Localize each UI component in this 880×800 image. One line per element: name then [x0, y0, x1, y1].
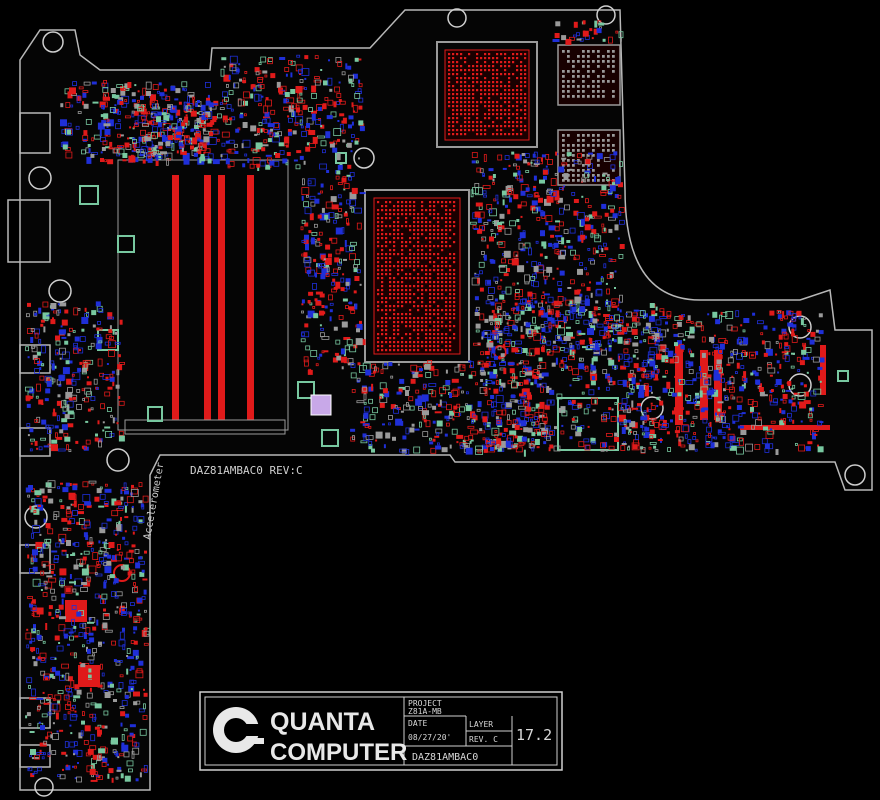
board-outline — [19, 9, 873, 791]
layer-label: LAYER — [469, 720, 493, 729]
green-components — [79, 152, 849, 451]
gpu-package — [436, 41, 538, 148]
logo-text-computer: COMPUTER — [270, 739, 407, 766]
title-block: QUANTA COMPUTER PROJECT Z81A-MB DATE 08/… — [199, 691, 563, 771]
silkscreen-part-number: DAZ81AMBAC0 REV:C — [190, 464, 303, 477]
date-value: 08/27/20' — [408, 733, 451, 742]
part-number: DAZ81AMBAC0 — [412, 752, 478, 763]
quanta-logo-icon — [213, 707, 268, 753]
date-label: DATE — [408, 719, 427, 728]
highlight-component — [310, 394, 332, 416]
logo-text-quanta: QUANTA — [270, 708, 375, 736]
project-label: PROJECT — [408, 699, 442, 708]
layer-value: 17.2 — [516, 726, 552, 744]
rev-label: REV. C — [469, 735, 498, 744]
small-components — [24, 20, 825, 783]
mounting-holes — [24, 5, 866, 797]
memory-slot-traces — [172, 175, 254, 420]
project-value: Z81A-MB — [408, 707, 442, 716]
cpu-package — [364, 189, 470, 363]
